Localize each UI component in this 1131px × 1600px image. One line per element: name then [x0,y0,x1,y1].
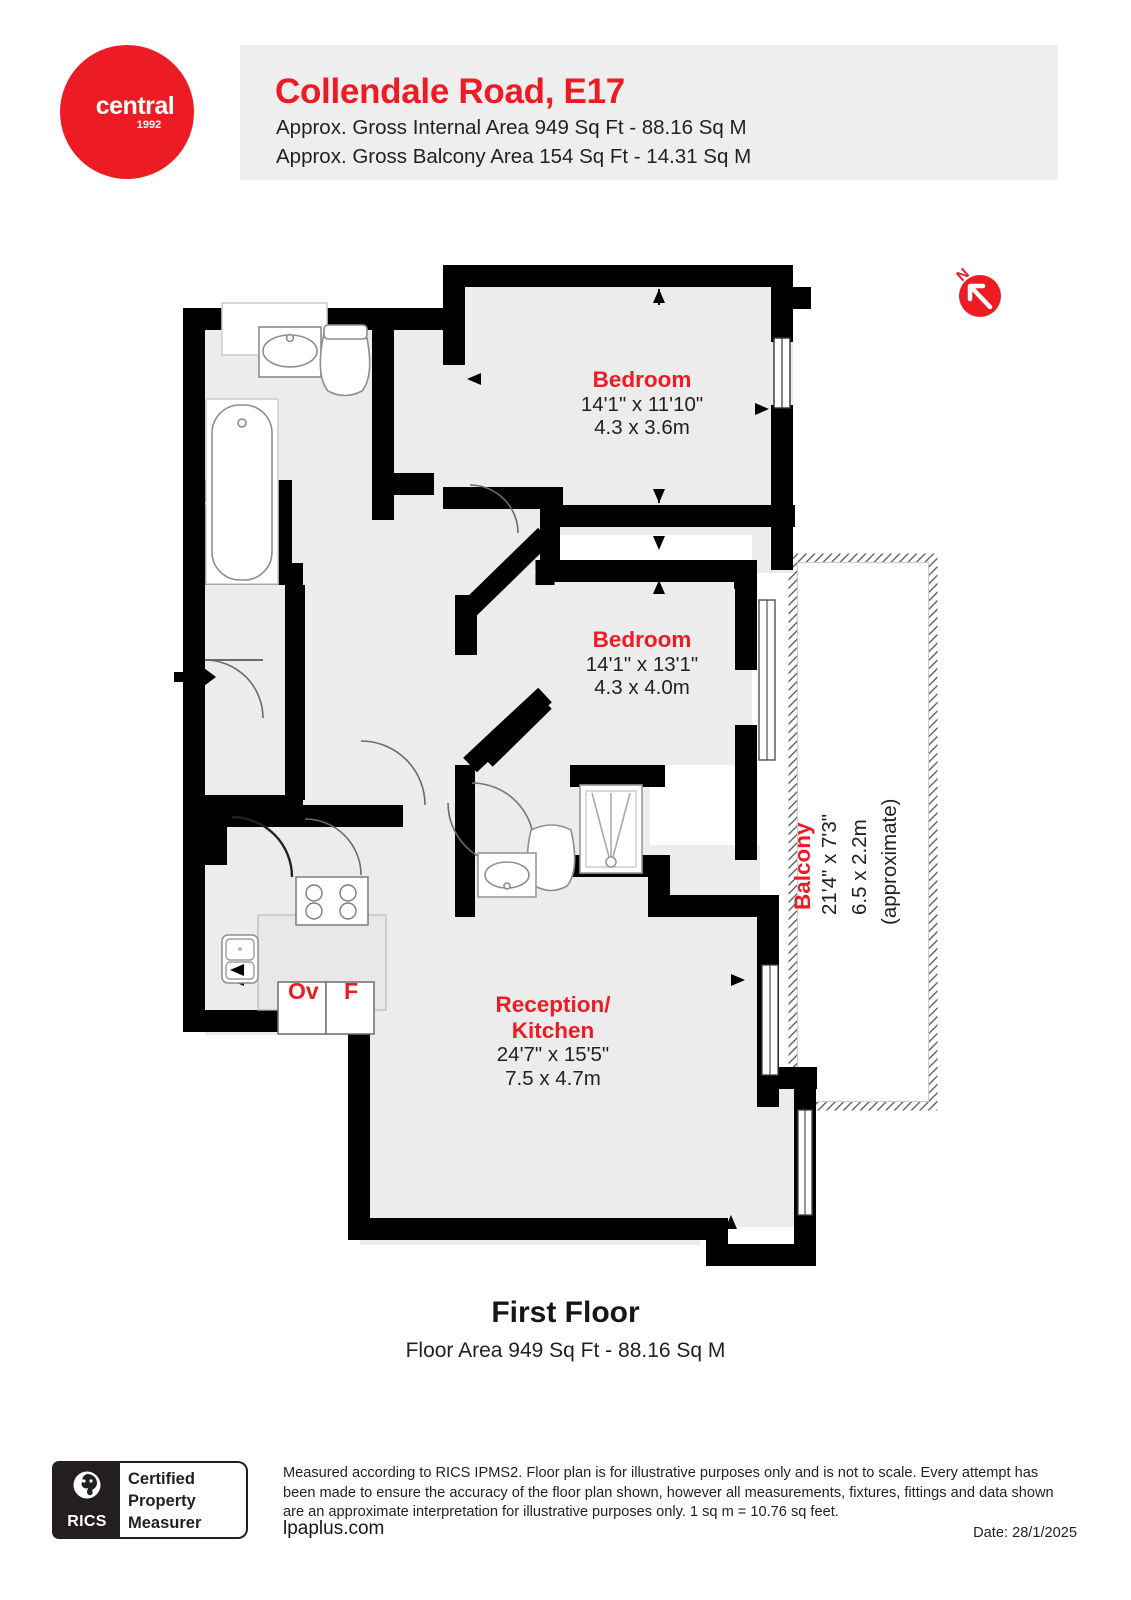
bedroom-2-metric: 4.3 x 4.0m [594,676,690,699]
balcony-metric: 6.5 x 2.2m [848,819,871,915]
rics-certified-badge: RICS Certified Property Measurer [52,1461,248,1539]
bedroom-1-imperial: 14'1" x 11'10" [580,392,704,416]
bedroom-2-name: Bedroom [592,627,692,652]
rics-badge-text: Certified Property Measurer [128,1469,201,1534]
reception-kitchen-name-line1: Reception/ [495,992,611,1017]
room-label-balcony: Balcony [790,822,816,910]
internal-area-text: Approx. Gross Internal Area 949 Sq Ft - … [276,116,747,139]
floor-title: First Floor [491,1296,640,1329]
reception-kitchen-imperial: 24'7" x 15'5" [496,1043,610,1067]
bedroom-1-metric: 4.3 x 3.6m [594,416,690,439]
logo-word: central [95,91,175,120]
balcony-note: (approximate) [878,798,901,925]
rics-wordmark: RICS [67,1513,107,1530]
balcony-imperial: 21'4" x 7'3" [818,813,841,915]
fridge-label: F [344,978,359,1004]
bedroom-1-name: Bedroom [592,367,692,392]
windows [758,337,813,1216]
entrance-arrow-icon [174,662,216,692]
balcony-imperial-wrap: 21'4" x 7'3" [818,814,842,915]
angled-walls-2 [479,560,555,767]
logo-year: 1992 [136,118,162,131]
logo-text: central 1992 [60,45,194,179]
reception-kitchen-metric: 7.5 x 4.7m [505,1066,601,1090]
room-label-bedroom-1: Bedroom 14'1" x 11'10" 4.3 x 3.6m [497,367,787,439]
central-logo: central 1992 [60,45,194,179]
floorplan-drawing [0,205,1131,1285]
floorplan-svg [174,265,938,1266]
page-header: central 1992 Collendale Road, E17 Approx… [0,0,1131,200]
rics-line-2: Property [128,1491,196,1510]
balcony-name: Balcony [790,822,815,910]
floor-area: Floor Area 949 Sq Ft - 88.16 Sq M [405,1339,726,1362]
website-link[interactable]: lpaplus.com [283,1518,385,1539]
bedroom-2-imperial: 14'1" x 13'1" [585,652,699,676]
rics-lion-icon [72,1469,102,1507]
header-band [240,45,1058,180]
reception-kitchen-name-line2: Kitchen [511,1017,595,1043]
room-label-reception-kitchen: Reception/ Kitchen 24'7" x 15'5" 7.5 x 4… [408,992,698,1090]
north-arrow-icon: N [949,265,1001,318]
oven-label: Ov [288,978,319,1004]
rics-line-3: Measurer [128,1513,202,1532]
balcony-metric-wrap: 6.5 x 2.2m [848,819,872,915]
balcony-area-text: Approx. Gross Balcony Area 154 Sq Ft - 1… [276,145,752,168]
rics-line-1: Certified [128,1470,195,1488]
bathroom-fixtures [205,302,371,585]
page-title: Collendale Road, E17 [275,72,625,111]
plan-date: Date: 28/1/2025 [973,1525,1077,1541]
disclaimer-text: Measured according to RICS IPMS2. Floor … [283,1465,1054,1521]
ensuite-fixtures [477,784,643,898]
rics-badge-right [120,1461,248,1539]
kitchen-fixtures [221,876,387,1035]
balcony-area [788,553,938,1111]
balcony-note-wrap: (approximate) [878,799,902,925]
room-label-bedroom-2: Bedroom 14'1" x 13'1" 4.3 x 4.0m [497,627,787,699]
